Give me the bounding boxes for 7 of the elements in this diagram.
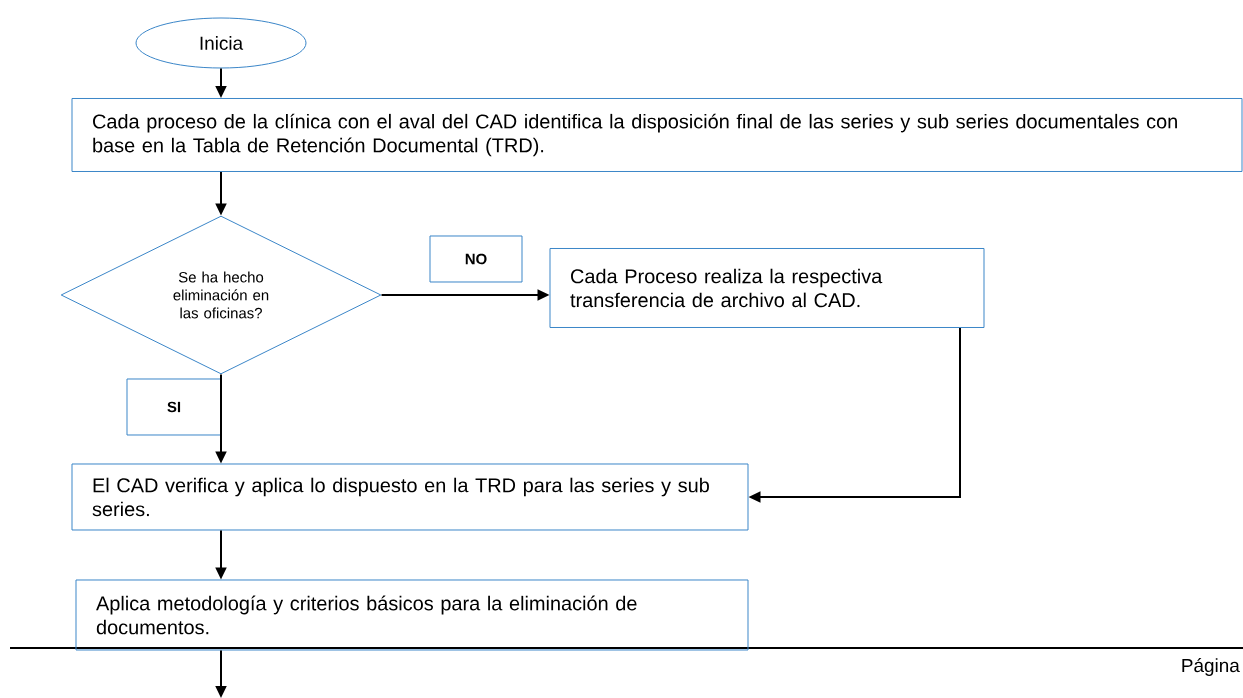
page-label: Página [1182,658,1240,676]
process-box: Aplica metodología y criterios básicos para la eliminación de documentos. [75,579,749,651]
process-box: Cada Proceso realiza la respectiva transferencia de archivo al CAD. [549,248,985,328]
process-box: Cada proceso de la clínica con el aval del CAD identifica la disposición final de las series y sub series documentales con base en la Tabla de Retención Documental (TRD). [71,98,1243,172]
process-box: El CAD verifica y aplica lo dispuesto en la TRD para las series y sub series. [71,463,749,531]
answer-tag: SI [126,378,222,436]
answer-tag: NO [429,235,523,283]
